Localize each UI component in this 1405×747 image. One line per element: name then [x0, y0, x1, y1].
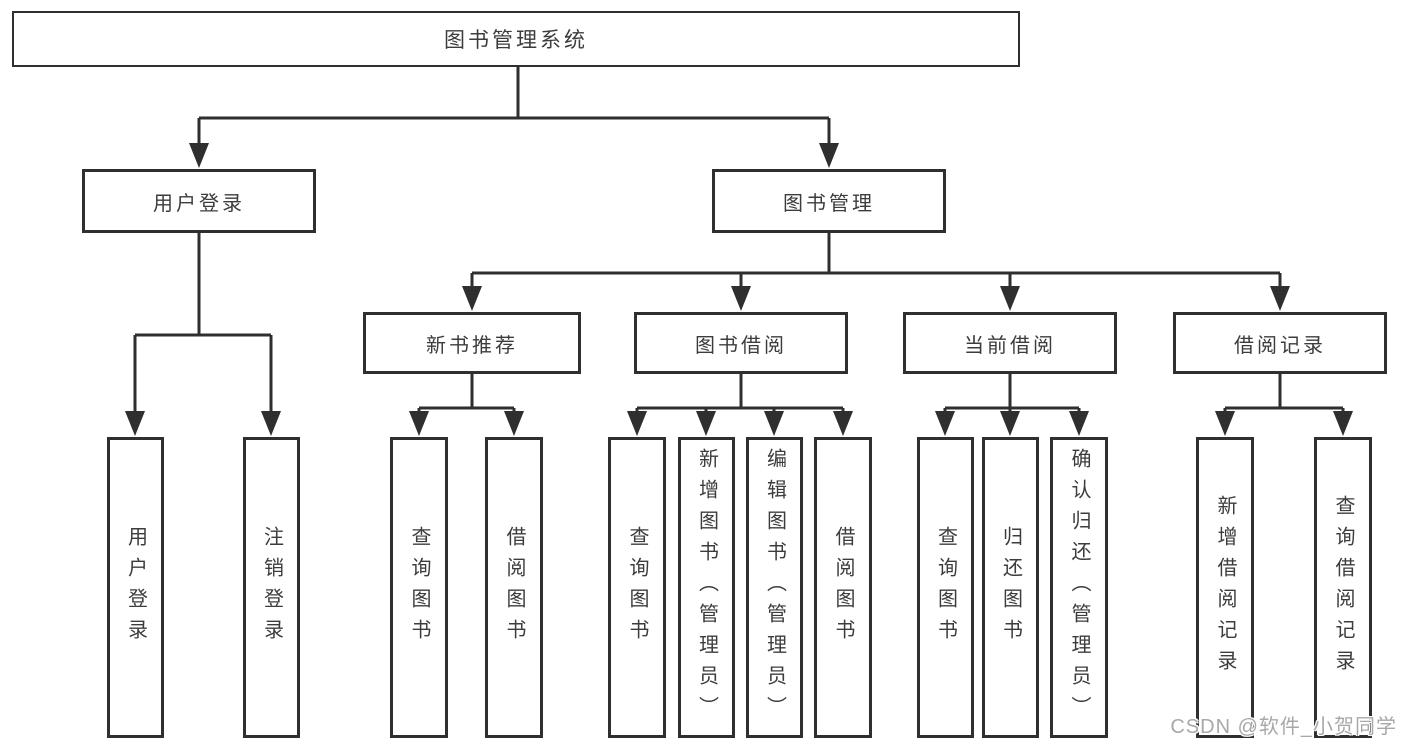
node-book-management-branch: 图书管理 — [712, 169, 946, 233]
node-library-management-system: 图书管理系统 — [12, 11, 1020, 67]
node-query-book-borrow: 查询图书 — [608, 437, 666, 738]
arrowhead — [731, 286, 751, 311]
node-confirm-return-admin: 确认归还（管理员） — [1050, 437, 1108, 738]
node-user-login-label: 用户登录 — [124, 525, 147, 650]
csdn-watermark: CSDN @软件_小贺同学 — [1170, 716, 1397, 738]
node-confirm-return-admin-label: 确认归还（管理员） — [1068, 448, 1090, 727]
arrowhead — [504, 411, 524, 436]
node-add-borrow-record: 新增借阅记录 — [1196, 437, 1254, 738]
node-return-book-label: 归还图书 — [999, 525, 1022, 650]
arrowhead — [261, 411, 281, 436]
node-query-borrow-record-label: 查询借阅记录 — [1332, 494, 1354, 681]
arrowhead — [189, 143, 209, 168]
node-borrowing-records: 借阅记录 — [1173, 312, 1387, 374]
arrowhead — [125, 411, 145, 436]
node-query-borrow-record: 查询借阅记录 — [1314, 437, 1372, 738]
node-return-book: 归还图书 — [982, 437, 1039, 738]
node-borrow-book-recommend-label: 借阅图书 — [503, 525, 525, 650]
node-query-book-recommend-label: 查询图书 — [408, 525, 430, 650]
arrowhead — [1333, 411, 1353, 436]
arrowhead — [1215, 411, 1235, 436]
arrowhead — [462, 286, 482, 311]
node-add-book-admin-label: 新增图书（管理员） — [695, 448, 718, 727]
arrowheads — [125, 143, 1353, 436]
node-add-borrow-record-label: 新增借阅记录 — [1214, 494, 1236, 681]
arrowhead — [833, 411, 853, 436]
node-borrow-book-label: 借阅图书 — [832, 525, 854, 650]
node-logout: 注销登录 — [243, 437, 300, 738]
arrowhead — [1270, 286, 1290, 311]
node-borrow-book-recommend: 借阅图书 — [485, 437, 543, 738]
arrowhead — [1069, 411, 1089, 436]
node-user-login: 用户登录 — [107, 437, 164, 738]
node-query-book-recommend: 查询图书 — [390, 437, 448, 738]
arrowhead — [627, 411, 647, 436]
arrowhead — [1000, 411, 1020, 436]
node-edit-book-admin-label: 编辑图书（管理员） — [763, 448, 786, 727]
arrowhead — [764, 411, 784, 436]
node-add-book-admin: 新增图书（管理员） — [678, 437, 735, 738]
arrowhead — [819, 143, 839, 168]
node-query-book-current: 查询图书 — [917, 437, 974, 738]
arrowhead — [696, 411, 716, 436]
node-query-book-current-label: 查询图书 — [934, 525, 957, 650]
node-book-borrowing: 图书借阅 — [634, 312, 848, 374]
node-user-login-branch: 用户登录 — [82, 169, 316, 233]
node-current-borrowing: 当前借阅 — [903, 312, 1117, 374]
node-query-book-borrow-label: 查询图书 — [626, 525, 648, 650]
node-logout-label: 注销登录 — [260, 525, 283, 650]
arrowhead — [409, 411, 429, 436]
arrowhead — [1000, 286, 1020, 311]
connector-paths — [133, 67, 1345, 411]
node-edit-book-admin: 编辑图书（管理员） — [746, 437, 803, 738]
arrowhead — [935, 411, 955, 436]
node-new-book-recommend: 新书推荐 — [363, 312, 581, 374]
node-borrow-book: 借阅图书 — [814, 437, 872, 738]
